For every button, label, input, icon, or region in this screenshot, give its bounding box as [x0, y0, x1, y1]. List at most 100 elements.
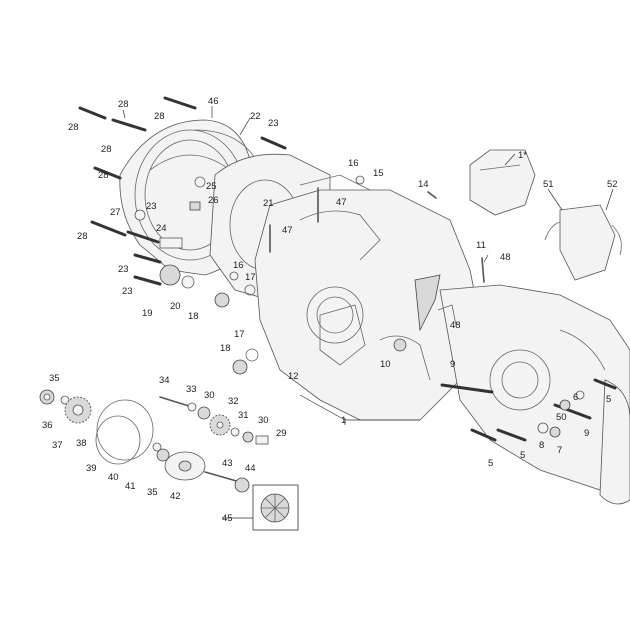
callout-35b: 35	[147, 487, 158, 498]
ring-17b	[245, 348, 259, 362]
bearing-35b	[156, 448, 170, 462]
part-25	[194, 176, 206, 188]
callout-47a: 47	[336, 197, 347, 208]
bolt-23c	[133, 253, 162, 264]
bolt-28b	[111, 118, 147, 132]
part-20	[181, 275, 195, 289]
stud-11	[481, 257, 485, 283]
part-24	[159, 237, 183, 249]
bolt-28a	[78, 106, 107, 120]
callout-46: 46	[208, 96, 219, 107]
bolt-34	[159, 396, 193, 408]
callout-28b: 28	[68, 122, 79, 133]
callout-7: 7	[557, 445, 562, 456]
callout-26: 26	[208, 195, 219, 206]
callout-43: 43	[222, 458, 233, 469]
callout-37: 37	[52, 440, 63, 451]
bolt-23d	[133, 275, 162, 286]
ring-38	[96, 399, 154, 461]
callout-28d: 28	[101, 144, 112, 155]
callout-20: 20	[170, 301, 181, 312]
callout-18b: 18	[220, 343, 231, 354]
callout-10: 10	[380, 359, 391, 370]
callout-50: 50	[556, 412, 567, 423]
part-50	[559, 399, 571, 411]
gear-32	[209, 414, 231, 436]
plug-10	[393, 338, 407, 352]
callout-8: 8	[539, 440, 544, 451]
gasket-12	[319, 304, 366, 366]
part-18a	[214, 292, 230, 308]
callout-16b: 16	[348, 158, 359, 169]
washer-31	[230, 427, 240, 437]
callout-1-star: 1*	[518, 150, 527, 161]
bearing-35	[39, 389, 55, 405]
callout-23a: 23	[268, 118, 279, 129]
callout-44: 44	[245, 463, 256, 474]
callout-52: 52	[607, 179, 618, 190]
callout-5a: 5	[488, 458, 493, 469]
callout-32: 32	[228, 396, 239, 407]
crankcase-right	[439, 284, 630, 491]
bolt-23a	[260, 136, 287, 150]
callout-48b: 48	[450, 320, 461, 331]
washer-16b	[355, 175, 365, 185]
bolt-28d	[93, 166, 122, 180]
callout-12: 12	[288, 371, 299, 382]
callout-31: 31	[238, 410, 249, 421]
callout-labels: 1 1* 5 5 5 6 7 8 9 9 10 11 12 14 15 16 1…	[42, 96, 618, 524]
bolt-5b	[496, 428, 527, 442]
part-19	[159, 264, 181, 286]
callout-39: 39	[86, 463, 97, 474]
callout-15: 15	[373, 168, 384, 179]
part-27	[134, 209, 146, 221]
callout-18a: 18	[188, 311, 199, 322]
seal-15	[299, 174, 371, 191]
callout-25: 25	[206, 181, 217, 192]
bearing-44	[234, 477, 250, 493]
callout-22: 22	[250, 111, 261, 122]
callout-48a: 48	[500, 252, 511, 263]
bolt-23b	[126, 230, 160, 244]
callout-28e: 28	[98, 170, 109, 181]
callout-9b: 9	[584, 428, 589, 439]
bushing-29	[255, 435, 269, 445]
part-26	[189, 201, 201, 211]
callout-30a: 30	[204, 390, 215, 401]
callout-29: 29	[276, 428, 287, 439]
ring-17a	[244, 284, 256, 296]
shaft-43	[204, 471, 241, 483]
callout-45: 45	[222, 513, 233, 524]
gear-37	[64, 396, 92, 424]
leader-lines	[122, 106, 614, 519]
callout-34: 34	[159, 375, 170, 386]
stud-14	[427, 191, 437, 199]
sensor-48b	[437, 304, 457, 326]
callout-33: 33	[186, 384, 197, 395]
callout-36: 36	[42, 420, 53, 431]
callout-28f: 28	[77, 231, 88, 242]
bolt-28e	[90, 220, 127, 237]
part-6	[575, 390, 585, 400]
callout-24: 24	[156, 223, 167, 234]
callout-16a: 16	[233, 260, 244, 271]
callout-17a: 17	[245, 272, 256, 283]
callout-35a: 35	[49, 373, 60, 384]
part-41	[152, 442, 162, 452]
callout-30b: 30	[258, 415, 269, 426]
pulley-42	[164, 451, 206, 481]
callout-23b: 23	[146, 201, 157, 212]
ring-39	[95, 415, 141, 465]
callout-5b: 5	[520, 450, 525, 461]
callout-27: 27	[110, 207, 121, 218]
callout-23c: 23	[118, 264, 129, 275]
washer-36	[60, 395, 70, 405]
callout-41: 41	[125, 481, 136, 492]
part-18b	[232, 359, 248, 375]
intake-part	[469, 149, 536, 216]
bolt-5c	[593, 378, 617, 390]
callout-42: 42	[170, 491, 181, 502]
washer-33	[187, 402, 197, 412]
callout-14: 14	[418, 179, 429, 190]
